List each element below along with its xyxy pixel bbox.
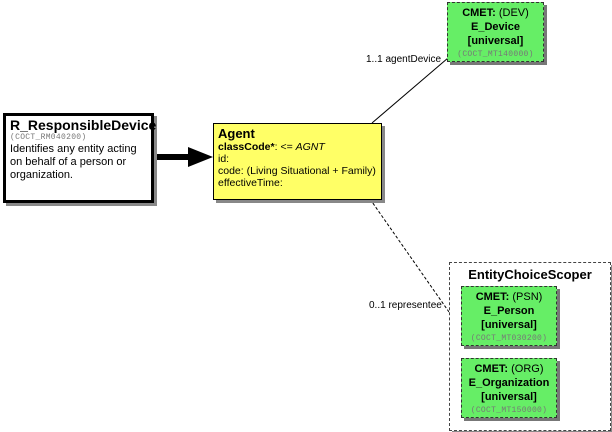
representee-association-line bbox=[369, 198, 450, 313]
cmet-code: (COCT_MT140000) bbox=[457, 50, 534, 59]
cmet-type: (ORG) bbox=[511, 363, 544, 375]
agent-classcode: classCode*: <= AGNT bbox=[218, 141, 381, 153]
cmet-name: E_Organization bbox=[468, 377, 550, 389]
agent-class-box[interactable]: Agent classCode*: <= AGNT id: code: (Liv… bbox=[213, 123, 382, 200]
cmet-code: (COCT_MT030200) bbox=[470, 334, 548, 343]
agent-device-association-line bbox=[371, 57, 449, 124]
cmet-label: CMET: bbox=[474, 363, 509, 375]
cmet-flavor: [universal] bbox=[481, 391, 537, 403]
cmet-flavor: [universal] bbox=[467, 35, 524, 47]
cmet-code: (COCT_MT150000) bbox=[470, 406, 548, 415]
cmet-name: E_Person bbox=[483, 305, 535, 317]
cmet-label: CMET: bbox=[475, 291, 510, 303]
agent-effective-time: effectiveTime: bbox=[218, 177, 283, 189]
e-organization-cmet-box[interactable]: CMET: (ORG) E_Organization [universal] (… bbox=[461, 358, 557, 418]
agent-title: Agent bbox=[218, 126, 255, 141]
cmet-label: CMET: bbox=[462, 7, 496, 19]
classcode-sep: : <= bbox=[274, 141, 296, 153]
e-person-cmet-box[interactable]: CMET: (PSN) E_Person [universal] (COCT_M… bbox=[461, 286, 557, 346]
responsible-device-description: Identifies any entity acting on behalf o… bbox=[10, 143, 137, 181]
classcode-value: AGNT bbox=[295, 141, 325, 153]
cmet-name: E_Device bbox=[471, 21, 520, 33]
responsible-device-title: R_ResponsibleDevice bbox=[10, 117, 157, 133]
arrow-head bbox=[188, 147, 213, 167]
responsible-device-code: (COCT_RM040200) bbox=[10, 133, 87, 142]
responsible-device-box[interactable]: R_ResponsibleDevice (COCT_RM040200) Iden… bbox=[3, 113, 157, 203]
cmet-flavor: [universal] bbox=[481, 319, 537, 331]
scoper-title: EntityChoiceScoper bbox=[468, 267, 592, 282]
agent-id: id: bbox=[218, 153, 230, 165]
agent-device-label: 1..1 agentDevice bbox=[366, 54, 442, 65]
e-device-cmet-box[interactable]: CMET: (DEV) E_Device [universal] (COCT_M… bbox=[447, 2, 544, 62]
cmet-type: (PSN) bbox=[512, 291, 543, 303]
representee-label: 0..1 representee bbox=[369, 300, 442, 311]
cmet-type: (DEV) bbox=[498, 7, 529, 19]
classcode-label: classCode* bbox=[218, 141, 275, 153]
agent-code: code: (Living Situational + Family) bbox=[218, 165, 376, 177]
